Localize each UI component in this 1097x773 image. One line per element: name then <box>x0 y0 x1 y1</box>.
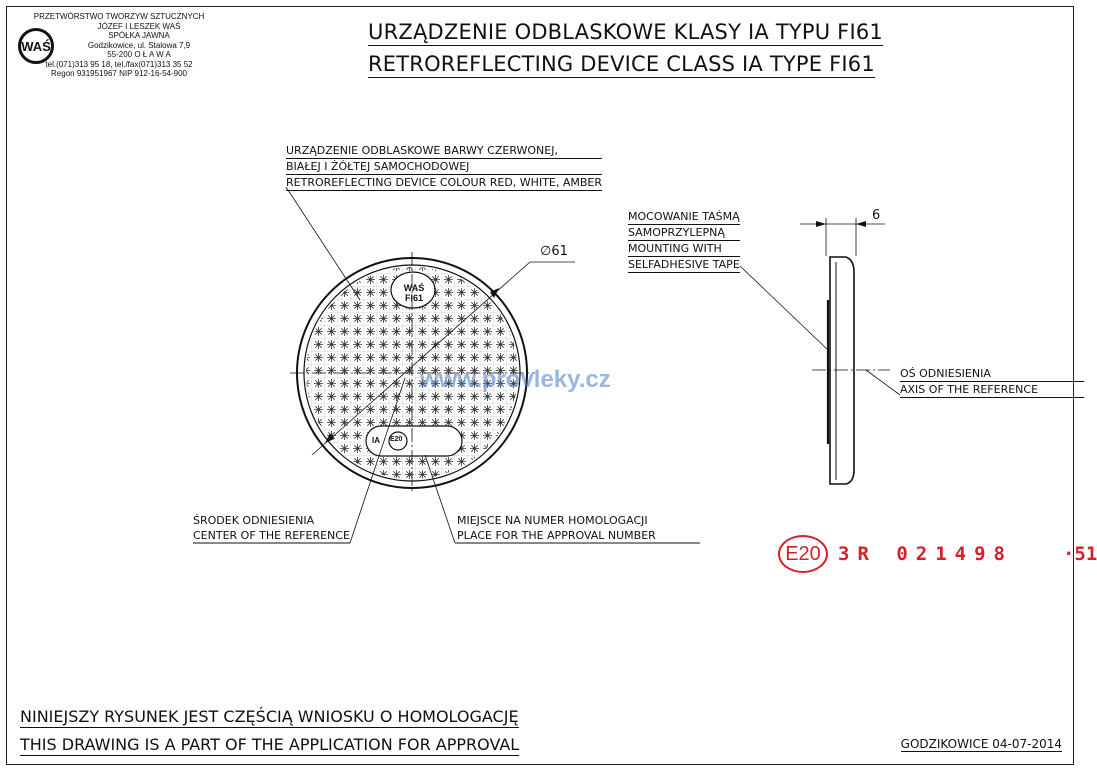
footer-polish: NINIEJSZY RYSUNEK JEST CZĘŚCIĄ WNIOSKU O… <box>20 707 519 728</box>
axis-leader <box>865 369 901 396</box>
callout-line: SELFADHESIVE TAPE <box>628 258 740 273</box>
approval-slot <box>365 425 463 457</box>
thickness-arrow <box>856 221 866 227</box>
company-logo: WAŚ <box>18 28 54 64</box>
thickness-label: 6 <box>872 208 881 223</box>
reflector-type: FI61 <box>404 293 423 303</box>
callout-line: MOCOWANIE TAŚMĄ <box>628 210 740 225</box>
diameter-arrow <box>325 433 334 443</box>
reflector-side-profile <box>829 256 855 485</box>
footer-english: THIS DRAWING IS A PART OF THE APPLICATIO… <box>20 735 520 756</box>
company-block: PRZETWÓRSTWO TWORZYW SZTUCZNYCH JÓZEF I … <box>14 12 224 79</box>
approval-callout: MIEJSCE NA NUMER HOMOLOGACJI PLACE FOR T… <box>457 513 656 543</box>
company-line: Godzikowice, ul. Stalowa 7,9 <box>87 40 191 50</box>
company-line: 55-200 O Ł A W A <box>107 50 171 59</box>
callout-line: SAMOPRZYLEPNĄ <box>628 225 740 241</box>
drawing-date: GODZIKOWICE 04-07-2014 <box>900 737 1062 752</box>
diameter-label: ∅61 <box>540 244 568 259</box>
company-line: Regon 931951967 NIP 912-16-54-900 <box>51 69 187 78</box>
mounting-leader <box>739 265 829 351</box>
reflector-e-mark: E20 <box>390 436 403 443</box>
approval-number: 3R 021498 <box>838 543 1013 565</box>
watermark: www.provleky.cz <box>420 366 611 393</box>
e-mark-circle <box>388 431 408 451</box>
axis-callout: OŚ ODNIESIENIA AXIS OF THE REFERENCE <box>900 366 1085 398</box>
callout-line: CENTER OF THE REFERENCE <box>193 529 350 542</box>
title-english: RETROREFLECTING DEVICE CLASS IA TYPE FI6… <box>368 52 875 78</box>
drawing-frame <box>6 6 1074 765</box>
company-line: SPÓŁKA JAWNA <box>108 31 170 40</box>
diameter-arrow <box>490 288 499 298</box>
approval-stamp: E20 3R 021498 ·51 <box>778 535 1097 573</box>
callout-line: MOUNTING WITH <box>628 241 740 257</box>
callout-line: RETROREFLECTING DEVICE COLOUR RED, WHITE… <box>286 176 603 191</box>
center-callout: ŚRODEK ODNIESIENIA CENTER OF THE REFEREN… <box>193 513 350 543</box>
colour-leader <box>285 186 361 301</box>
logo-text: WAŚ <box>21 38 51 54</box>
approval-suffix: ·51 <box>1062 543 1097 565</box>
center-leader <box>349 377 406 544</box>
callout-line: ŚRODEK ODNIESIENIA <box>193 514 315 527</box>
company-line: PRZETWÓRSTWO TWORZYW SZTUCZNYCH <box>33 12 205 21</box>
title-polish: URZĄDZENIE ODBLASKOWE KLASY IA TYPU FI61 <box>368 20 883 46</box>
reflector-class-mark: IA <box>372 436 380 445</box>
callout-line: PLACE FOR THE APPROVAL NUMBER <box>457 529 656 542</box>
mounting-callout: MOCOWANIE TAŚMĄ SAMOPRZYLEPNĄ MOUNTING W… <box>628 209 740 273</box>
approval-leader <box>424 454 456 544</box>
company-line: tel.(071)313 95 18, tel./fax(071)313 35 … <box>45 59 193 69</box>
reflector-brand-mark: WAŚ FI61 <box>399 283 429 303</box>
colour-callout: URZĄDZENIE ODBLASKOWE BARWY CZERWONEJ, B… <box>286 143 603 191</box>
approval-e-mark: E20 <box>778 535 828 573</box>
brand-emblem <box>390 271 436 309</box>
callout-line: MIEJSCE NA NUMER HOMOLOGACJI <box>457 514 648 527</box>
callout-line: URZĄDZENIE ODBLASKOWE BARWY CZERWONEJ, <box>286 143 603 159</box>
callout-line: AXIS OF THE REFERENCE <box>900 382 1085 398</box>
callout-line: BIAŁEJ I ŻÓŁTEJ SAMOCHODOWEJ <box>286 159 603 175</box>
callout-line: OŚ ODNIESIENIA <box>900 366 1085 382</box>
reflector-brand: WAŚ <box>403 283 425 293</box>
company-line: JÓZEF I LESZEK WAŚ <box>97 21 181 31</box>
thickness-arrow <box>816 221 826 227</box>
